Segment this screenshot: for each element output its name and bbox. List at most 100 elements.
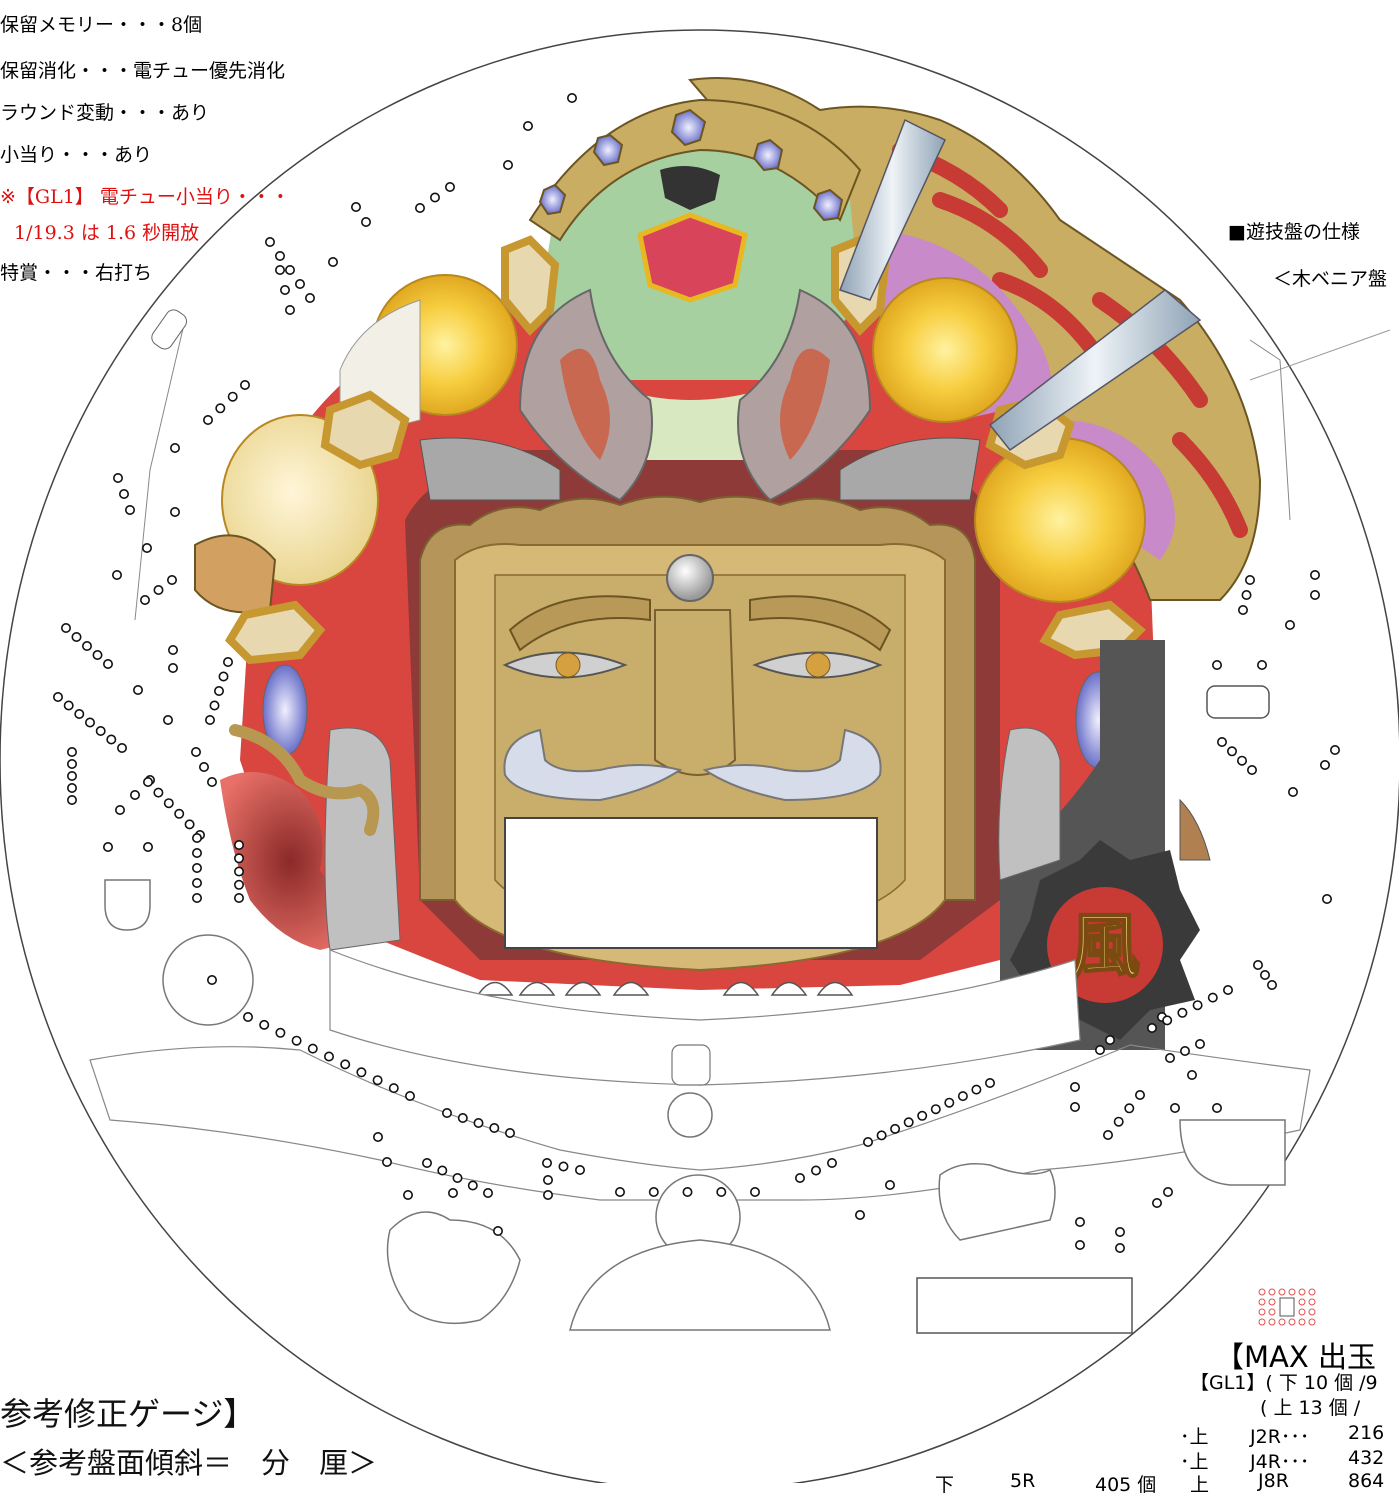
nail-pin bbox=[810, 1165, 821, 1176]
nail-pin bbox=[381, 1157, 392, 1168]
left-rail bbox=[134, 319, 186, 621]
nail-pin bbox=[143, 776, 154, 787]
nail-pin bbox=[133, 684, 144, 695]
nail-pin bbox=[1165, 1053, 1176, 1064]
right-gate bbox=[1206, 685, 1270, 719]
nail-pin bbox=[323, 1051, 334, 1062]
nail-pin bbox=[1163, 1187, 1174, 1198]
nail-pin bbox=[930, 1104, 941, 1115]
spec-gl1-note: ※【GL1】 電チュー小当り・・・ bbox=[0, 186, 290, 208]
nail-pin bbox=[143, 841, 154, 852]
hat-red-gem bbox=[637, 212, 748, 303]
nail-pin bbox=[218, 671, 229, 682]
max-out-row-1-value: 216 bbox=[1348, 1422, 1385, 1444]
nail-pin bbox=[1187, 1070, 1198, 1081]
max-out-row-2-round: J4R･･･ bbox=[1250, 1451, 1310, 1473]
nose bbox=[654, 609, 737, 776]
left-brow bbox=[508, 595, 651, 652]
nail-pin bbox=[214, 685, 225, 696]
nail-pin bbox=[63, 700, 74, 711]
nail-pin bbox=[984, 1078, 995, 1089]
lower-dome bbox=[569, 1239, 831, 1331]
nail-pin bbox=[192, 892, 203, 903]
spec-hold-memory: 保留メモリー・・・8個 bbox=[0, 14, 203, 36]
nail-pin bbox=[113, 472, 124, 483]
max-out-title: 【MAX 出玉 bbox=[1215, 1340, 1376, 1374]
nail-pin bbox=[74, 708, 85, 719]
center-small-circle bbox=[667, 1092, 713, 1138]
nail-pin bbox=[1162, 1015, 1173, 1026]
nail-pin bbox=[115, 804, 126, 815]
nail-pin bbox=[473, 1118, 484, 1129]
nail-pin bbox=[444, 182, 455, 193]
nail-pin bbox=[862, 1137, 873, 1148]
left-red-flame bbox=[220, 772, 360, 950]
nail-pin bbox=[1105, 1035, 1116, 1046]
nail-pin bbox=[327, 256, 338, 267]
nail-pin bbox=[1115, 1227, 1126, 1238]
nail-pin bbox=[1180, 1046, 1191, 1057]
max-out-indicator bbox=[1258, 1288, 1316, 1326]
nail-pin bbox=[106, 734, 117, 745]
nail-pin bbox=[558, 1161, 569, 1172]
nail-pin bbox=[163, 798, 174, 809]
nail-pin bbox=[227, 391, 238, 402]
nail-pin bbox=[903, 1117, 914, 1128]
right-lower-blob bbox=[938, 1163, 1056, 1241]
nail-pin bbox=[1135, 1090, 1146, 1101]
gauge-title: 参考修正ゲージ】 bbox=[0, 1395, 256, 1433]
nail-pin bbox=[1310, 589, 1321, 600]
nail-pin bbox=[457, 1113, 468, 1124]
nail-pin bbox=[82, 640, 93, 651]
nail-pin bbox=[153, 584, 164, 595]
nail-pin bbox=[103, 841, 114, 852]
max-out-lower-pos: 下 bbox=[935, 1474, 955, 1496]
nail-pin bbox=[67, 746, 78, 757]
max-out-row-2-pos: ･上 bbox=[1180, 1451, 1209, 1473]
nail-pin bbox=[274, 251, 285, 262]
nail-pin bbox=[67, 758, 78, 769]
nail-pin bbox=[541, 1158, 552, 1169]
nail-pin bbox=[274, 264, 285, 275]
left-gold-tendril bbox=[229, 724, 380, 836]
nail-pin bbox=[1192, 1000, 1203, 1011]
max-out-row-1-pos: ･上 bbox=[1180, 1426, 1209, 1448]
nail-pin bbox=[421, 1158, 432, 1169]
orb-right-mid bbox=[974, 437, 1146, 603]
nail-pin bbox=[447, 1188, 458, 1199]
nail-pin bbox=[826, 1158, 837, 1169]
left-horn-inner bbox=[560, 348, 610, 460]
spec-gl1-open: 1/19.3 は 1.6 秒開放 bbox=[14, 222, 200, 244]
nail-pin bbox=[215, 403, 226, 414]
left-lower-blob bbox=[386, 1211, 521, 1325]
max-out-lower-value: 405 個 bbox=[1095, 1474, 1157, 1496]
nail-pin bbox=[167, 574, 178, 585]
nail-pin bbox=[234, 839, 245, 850]
nail-pin bbox=[199, 761, 210, 772]
nail-pin bbox=[404, 1091, 415, 1102]
nail-pin bbox=[153, 787, 164, 798]
right-grey-plate bbox=[839, 437, 981, 501]
nail-pin bbox=[1217, 736, 1228, 747]
nail-pin bbox=[1237, 755, 1248, 766]
nail-pin bbox=[284, 304, 295, 315]
nail-pin bbox=[441, 1108, 452, 1119]
nail-pin bbox=[207, 776, 218, 787]
max-out-row-3-value: 864 bbox=[1348, 1470, 1385, 1492]
nail-pin bbox=[749, 1187, 760, 1198]
nail-pin bbox=[716, 1187, 727, 1198]
nail-pin bbox=[205, 714, 216, 725]
left-rail-knob bbox=[151, 309, 188, 350]
nail-pin bbox=[52, 691, 63, 702]
stage-outline bbox=[329, 949, 1081, 1086]
nail-pin bbox=[1260, 969, 1271, 980]
nail-pin bbox=[372, 1132, 383, 1143]
nail-pin bbox=[1095, 1045, 1106, 1056]
board-spec-title: ■遊技盤の仕様 bbox=[1228, 221, 1360, 243]
max-out-row-3-pos: 上 bbox=[1190, 1474, 1210, 1496]
board-spec-subtitle: ＜木ベニア盤 bbox=[1273, 268, 1388, 290]
nail-pin bbox=[360, 217, 371, 228]
nail-pin bbox=[1147, 1022, 1158, 1033]
nail-pin bbox=[489, 1123, 500, 1134]
